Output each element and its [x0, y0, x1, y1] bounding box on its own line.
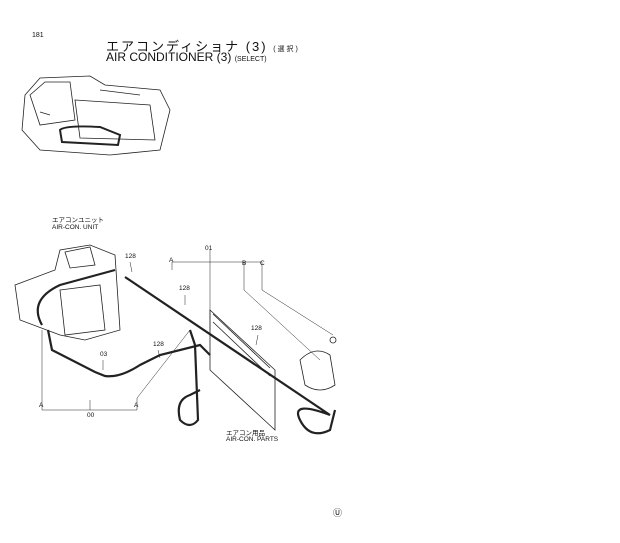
callout-03: 03: [100, 351, 108, 358]
machine-overview: [21, 75, 171, 156]
callout-a: A: [39, 402, 44, 409]
callout-01: 01: [205, 245, 213, 252]
page-number: 181: [32, 32, 44, 39]
callout-a: A: [169, 257, 174, 264]
footer-mark: Ⓤ: [333, 508, 343, 518]
callout-b: B: [242, 260, 247, 267]
air-con-unit: [14, 244, 121, 341]
callout-128: 128: [125, 253, 136, 260]
parts-label-jp: エアコン用品: [226, 430, 265, 437]
title-jp: エアコンディショナ (3) (選択): [106, 39, 300, 54]
parts-label-en: AIR-CON. PARTS: [226, 436, 279, 443]
callout-128: 128: [179, 285, 190, 292]
compressor: [299, 350, 336, 391]
title-en: AIR CONDITIONER (3) (SELECT): [106, 50, 267, 64]
unit-label-en: AIR-CON. UNIT: [52, 224, 99, 231]
callout-c: C: [260, 260, 265, 267]
callout-128: 128: [153, 341, 164, 348]
unit-label-jp: エアコンユニット: [52, 217, 104, 224]
callout-a: A: [134, 402, 139, 409]
callout-128: 128: [251, 325, 262, 332]
condenser: [209, 309, 276, 431]
callout-00: 00: [87, 412, 95, 419]
